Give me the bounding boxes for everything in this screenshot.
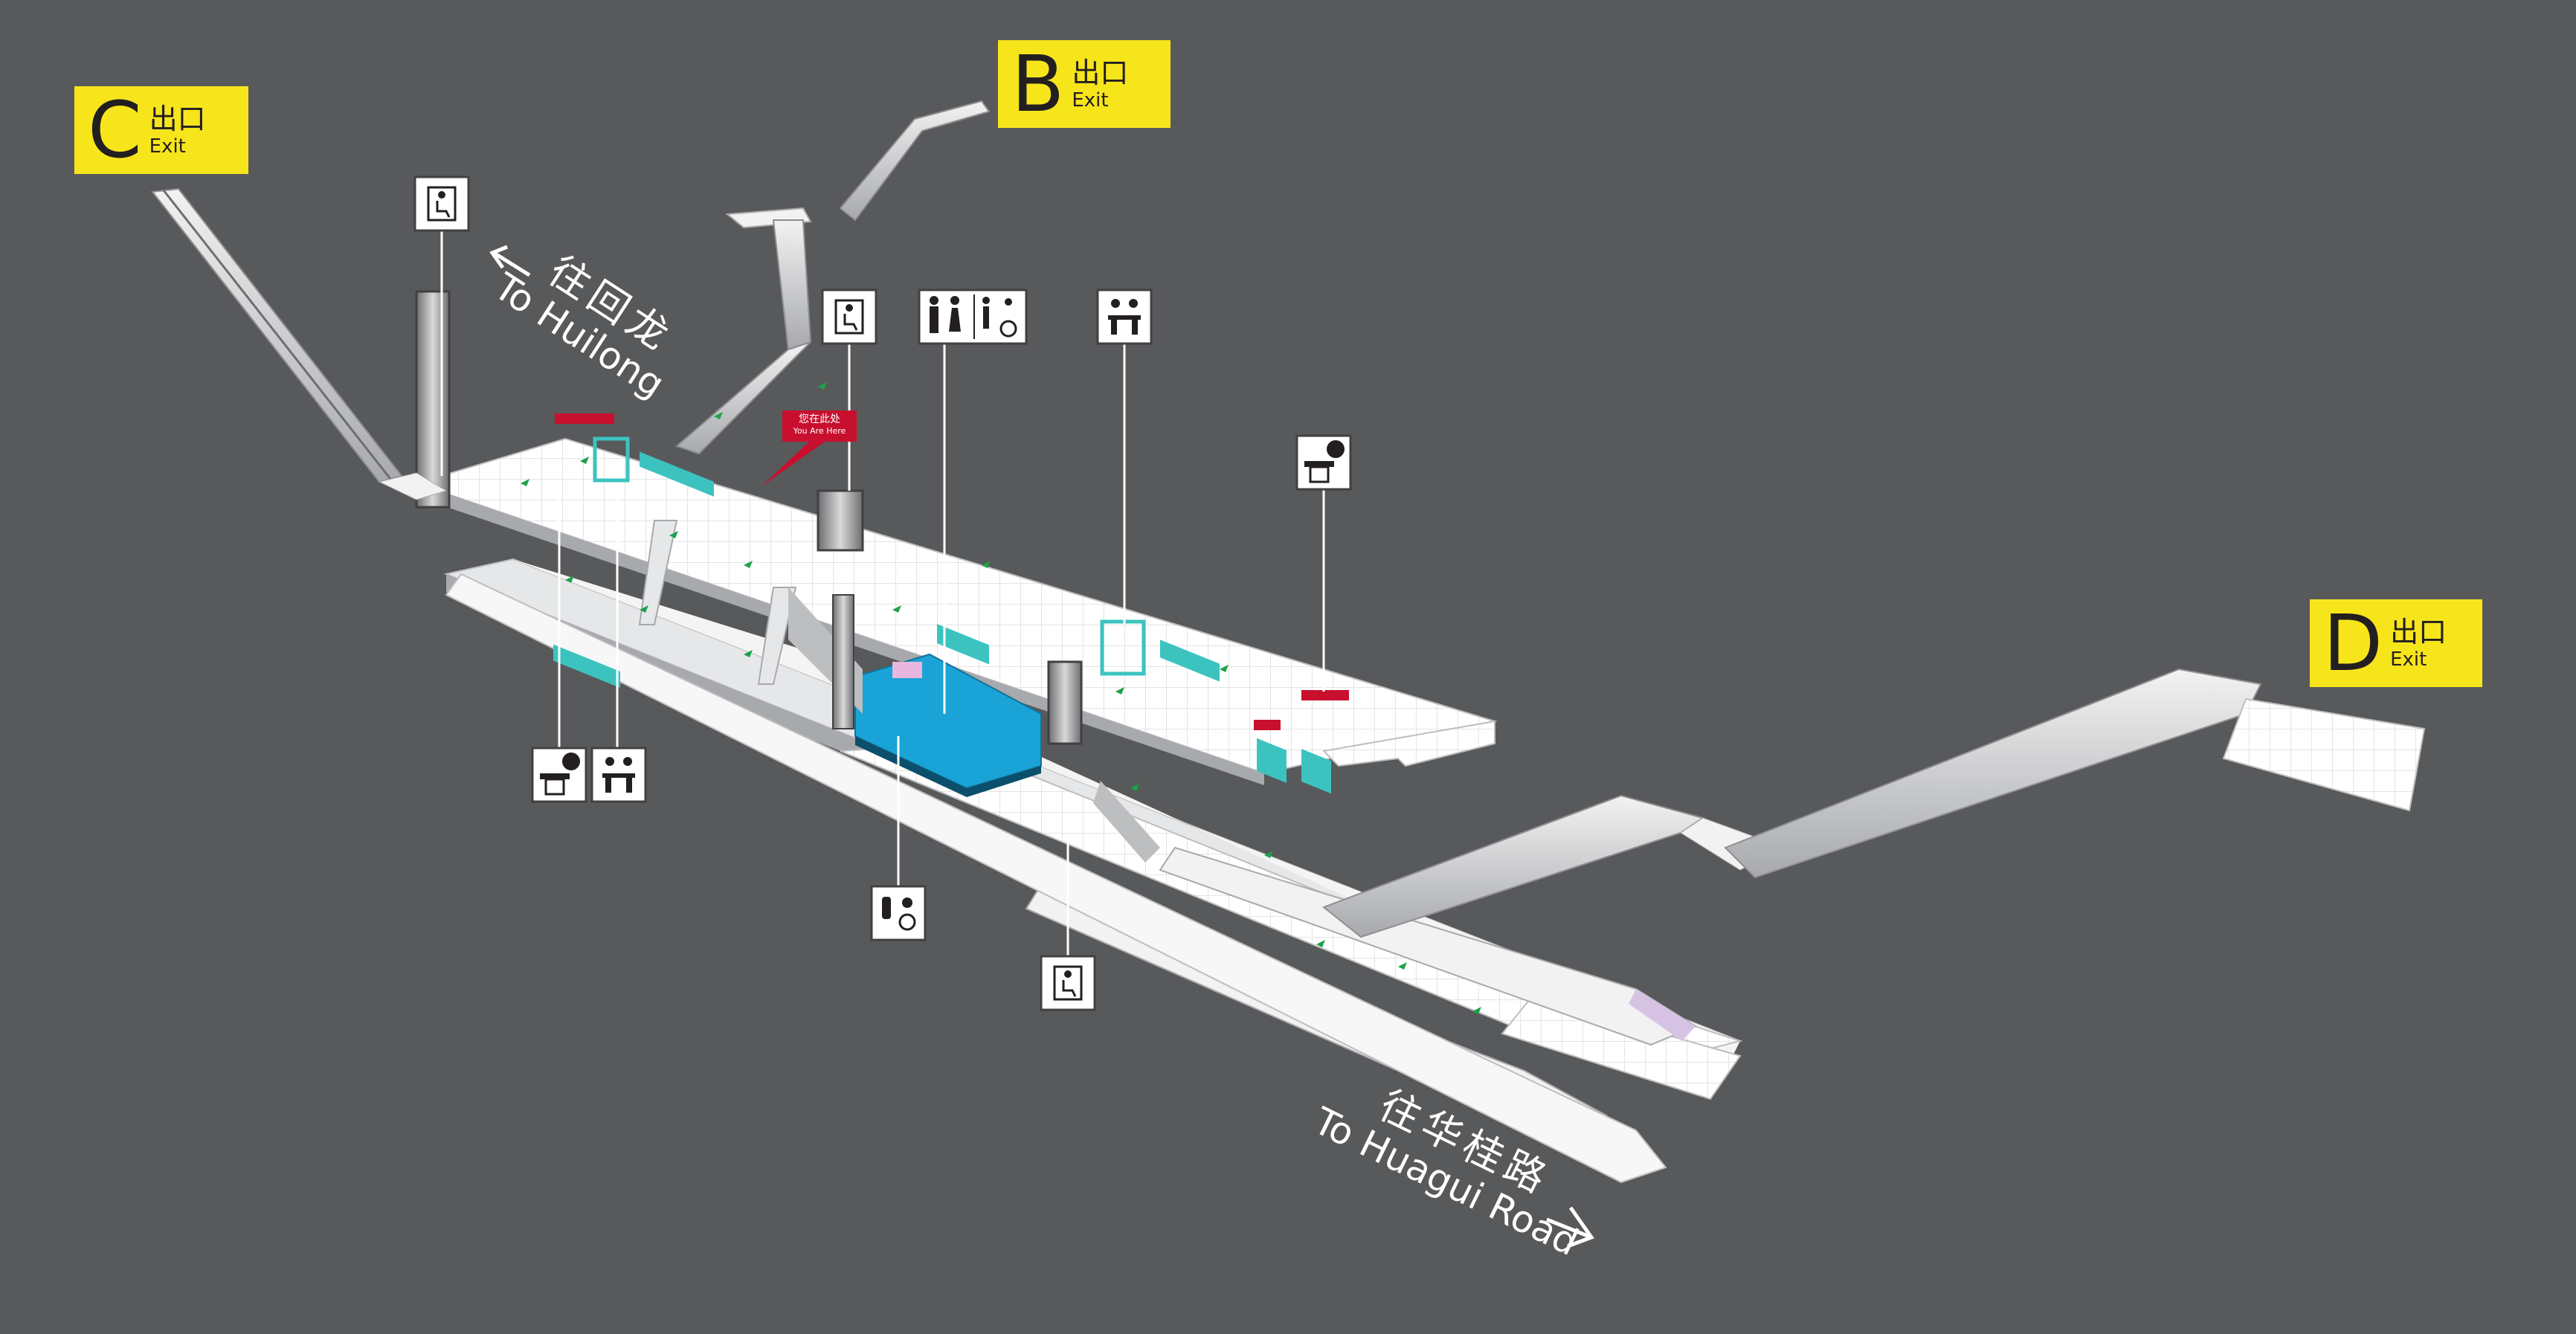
exit-c-sign: C 出口 Exit (74, 86, 248, 174)
red-turnstiles (555, 413, 1349, 730)
exit-d-sign: D 出口 Exit (2310, 599, 2482, 687)
elevator-shaft (1047, 660, 1083, 745)
ticket-gates (553, 451, 1331, 794)
exit-b-sign: B 出口 Exit (998, 40, 1171, 128)
exit-label-cn: 出口 (149, 103, 206, 135)
elevator-shaft (832, 594, 854, 729)
you-are-here-en: You Are Here (793, 426, 846, 436)
exit-d-escalator (1322, 668, 2426, 938)
glass-booth (593, 436, 630, 483)
elevator-shaft (415, 290, 451, 509)
exit-label-cn: 出口 (2390, 616, 2447, 648)
ticket-machine-icon (531, 747, 587, 803)
accessible-elevator-icon (1040, 955, 1096, 1011)
toilets-icon (918, 289, 1028, 345)
direction-arrow-huagui (1546, 1206, 1594, 1248)
customer-service-icon (590, 747, 647, 803)
exit-label-en: Exit (2390, 648, 2427, 671)
accessible-elevator-icon (821, 289, 878, 345)
exit-letter: B (1011, 39, 1065, 129)
exit-label-cn: 出口 (1072, 57, 1129, 89)
train-upper (1159, 846, 1698, 1046)
facility-markers (413, 175, 1352, 1011)
ticket-machine-icon (1295, 434, 1352, 491)
platform-level (443, 558, 1743, 1184)
exit-letter: D (2323, 598, 2383, 689)
nursing-room-icon (870, 885, 927, 941)
direction-arrow-huilong (489, 245, 531, 277)
glass-booth (1100, 619, 1146, 676)
elevator-shaft (817, 489, 864, 552)
exit-letter: C (88, 85, 142, 175)
you-are-here-cn: 您在此处 (799, 413, 840, 425)
accessible-elevator-icon (413, 175, 470, 232)
green-arrows (521, 382, 1481, 1014)
customer-service-icon (1096, 289, 1153, 345)
exit-b-escalator (675, 100, 991, 455)
exit-label-en: Exit (149, 135, 186, 158)
exit-label-en: Exit (1072, 89, 1109, 112)
you-are-here-pointer (761, 440, 827, 486)
you-are-here-marker: 您在此处 You Are Here (782, 410, 857, 442)
exit-c-escalator (151, 187, 448, 500)
